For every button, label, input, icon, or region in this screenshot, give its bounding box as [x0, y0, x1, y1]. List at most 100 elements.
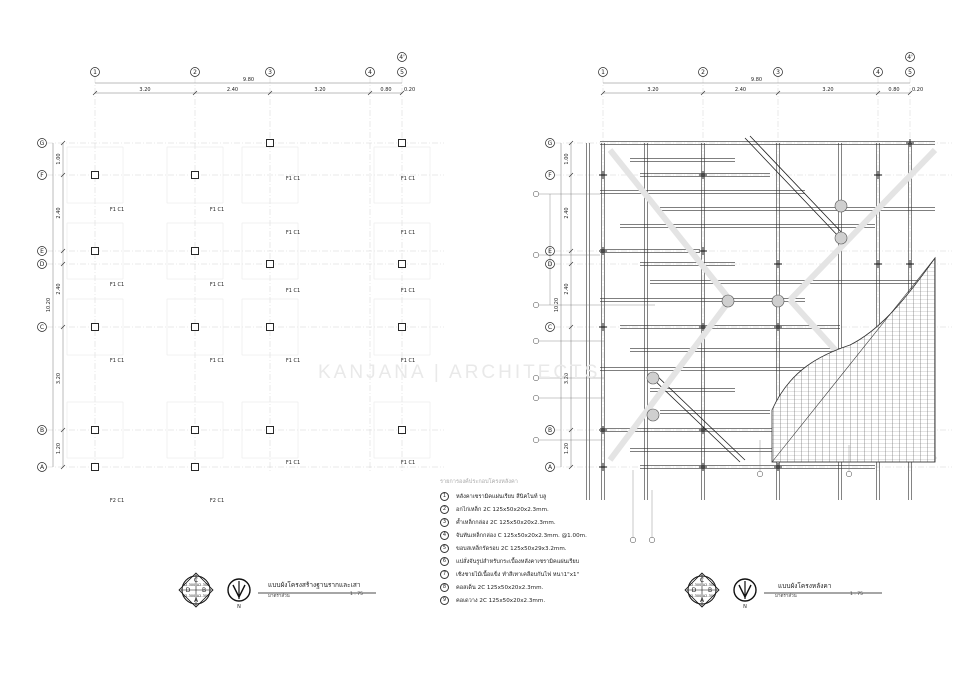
grid-column-label: 1 — [601, 69, 605, 76]
hip-line — [607, 298, 733, 462]
grid-bubble — [37, 425, 47, 435]
grid-bubble — [397, 52, 407, 62]
column-c1 — [398, 323, 406, 331]
dimension-text: 1.00 — [56, 153, 62, 164]
hip-joint — [771, 294, 785, 308]
grid-bubble — [905, 67, 915, 77]
dimension-tick — [60, 248, 66, 254]
dimension-text: 1.20 — [564, 443, 570, 454]
footing-outline — [373, 222, 431, 280]
footing-label: F1 C1 — [210, 358, 224, 364]
grid-bubble — [365, 67, 375, 77]
grid-column-label: 4 — [876, 69, 880, 76]
callout-tag — [532, 337, 540, 345]
footing-label: F1 C1 — [110, 207, 124, 213]
footing-label: F1 C1 — [401, 176, 415, 182]
dimension-tick — [907, 90, 913, 96]
callout-tag — [532, 436, 540, 444]
section-marker-ref: A2-300 — [197, 583, 210, 587]
grid-row-label: C — [40, 324, 44, 331]
grid-column-label: 3 — [776, 69, 780, 76]
grid-bubble — [190, 67, 200, 77]
dimension-tick — [568, 324, 574, 330]
section-marker-letter: A — [700, 597, 705, 604]
dimension-tick — [192, 90, 198, 96]
footing-outline — [66, 401, 124, 459]
grid-bubble — [397, 67, 407, 77]
grid-bubble — [37, 170, 47, 180]
grid-bubble — [698, 67, 708, 77]
dimension-text: 1.00 — [564, 153, 570, 164]
column-c1 — [91, 247, 99, 255]
footing-outline — [66, 146, 124, 204]
dimension-text: 2.40 — [564, 283, 570, 294]
dimension-text: 0.20 — [404, 87, 415, 93]
footing-label: F1 C1 — [401, 358, 415, 364]
dimension-text: 10.20 — [46, 298, 52, 312]
grid-bubble — [598, 67, 608, 77]
footing-outline — [241, 298, 299, 356]
column-c1 — [266, 260, 274, 268]
footing-label: F1 C1 — [286, 230, 300, 236]
footing-label: F1 C1 — [286, 176, 300, 182]
callout-tag — [532, 251, 540, 259]
footing-outline — [373, 146, 431, 204]
section-marker-ref: A2-300 — [183, 594, 196, 598]
grid-column-label: 1 — [93, 69, 97, 76]
hip-rafter — [656, 375, 746, 461]
footing-label: F1 C1 — [110, 282, 124, 288]
grid-row-label: C — [548, 324, 552, 331]
dimension-tick — [600, 90, 606, 96]
dimension-text: 2.40 — [735, 87, 746, 93]
right-sheet-title: แบบผังโครงหลังคา — [778, 582, 832, 590]
footing-outline — [241, 146, 299, 204]
footing-label: F1 C1 — [110, 358, 124, 364]
right-sheet-scale: 1 : 75 — [850, 592, 863, 597]
section-marker-letter: A — [194, 597, 199, 604]
right-sheet-scale-label: มาตราส่วน — [775, 594, 797, 599]
dimension-text: 9.80 — [243, 77, 254, 83]
grid-row-label: G — [40, 140, 45, 147]
dimension-text: 2.40 — [227, 87, 238, 93]
footing-outline — [241, 401, 299, 459]
callout-tag — [532, 301, 540, 309]
dimension-tick — [367, 90, 373, 96]
dimension-tick — [568, 172, 574, 178]
hip-rafter — [744, 137, 841, 239]
grid-column-label: 5 — [400, 69, 404, 76]
grid-bubble — [37, 322, 47, 332]
grid-column-label: 3 — [268, 69, 272, 76]
grid-column-label: 2 — [193, 69, 197, 76]
dimension-tick — [60, 172, 66, 178]
hip-line — [787, 147, 938, 303]
hip-joint — [834, 231, 848, 245]
footing-label: F1 C1 — [286, 460, 300, 466]
grid-row-label: A — [548, 464, 553, 471]
footing-outline — [241, 222, 299, 280]
grid-bubble — [37, 246, 47, 256]
callout-tag — [532, 190, 540, 198]
column-c1 — [266, 323, 274, 331]
roof-tile-outline — [771, 257, 936, 463]
column-c1 — [398, 260, 406, 268]
footing-outline — [373, 401, 431, 459]
grid-row-label: B — [40, 427, 44, 434]
section-marker-letter: B — [708, 587, 712, 594]
callout-tag — [629, 536, 637, 544]
hip-joint — [646, 371, 660, 385]
dimension-text: 3.20 — [139, 87, 150, 93]
footing-outline — [166, 298, 224, 356]
column-c1 — [191, 426, 199, 434]
grid-column-label: 2 — [701, 69, 705, 76]
watermark: KANJANA | ARCHITECTS — [318, 362, 601, 383]
footing-label: F2 C1 — [110, 498, 124, 504]
grid-bubble — [545, 138, 555, 148]
